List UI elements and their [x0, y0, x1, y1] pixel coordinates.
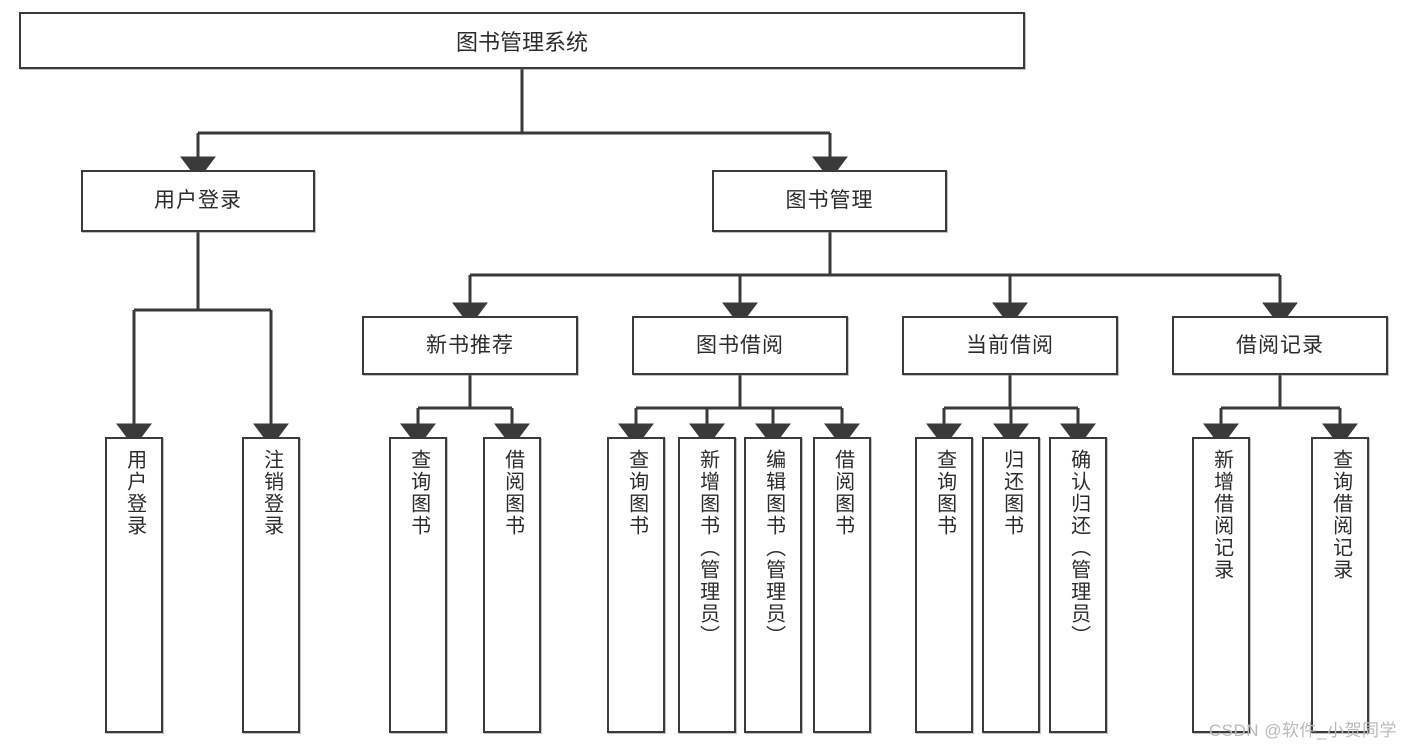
- node-label: 新增借阅记录: [1210, 449, 1233, 581]
- node-label: 编辑图书（管理员）: [762, 449, 785, 647]
- node-label: 借阅图书: [501, 449, 524, 537]
- leaf-recommend-query-book[interactable]: 查询图书: [389, 437, 447, 733]
- node-label: 借阅图书: [831, 449, 854, 537]
- leaf-user-login-logout[interactable]: 注销登录: [242, 437, 300, 733]
- leaf-borrow-edit-book-admin[interactable]: 编辑图书（管理员）: [744, 437, 802, 733]
- node-label: 注销登录: [260, 449, 283, 537]
- leaf-user-login-login[interactable]: 用户登录: [105, 437, 163, 733]
- node-label: 确认归还（管理员）: [1067, 449, 1090, 647]
- node-label: 查询图书: [933, 449, 956, 537]
- node-label: 图书管理: [785, 189, 874, 213]
- leaf-current-confirm-return-admin[interactable]: 确认归还（管理员）: [1049, 437, 1107, 733]
- node-label: 查询图书: [407, 449, 430, 537]
- node-label: 查询图书: [625, 449, 648, 537]
- leaf-recommend-borrow-book[interactable]: 借阅图书: [483, 437, 541, 733]
- node-borrow-record[interactable]: 借阅记录: [1172, 316, 1388, 375]
- leaf-borrow-borrow-book[interactable]: 借阅图书: [813, 437, 871, 733]
- leaf-record-add-record[interactable]: 新增借阅记录: [1192, 437, 1250, 733]
- leaf-current-query-book[interactable]: 查询图书: [915, 437, 973, 733]
- node-label: 归还图书: [1000, 449, 1023, 537]
- leaf-current-return-book[interactable]: 归还图书: [982, 437, 1040, 733]
- node-user-login[interactable]: 用户登录: [81, 170, 315, 232]
- leaf-borrow-query-book[interactable]: 查询图书: [607, 437, 665, 733]
- node-book-management[interactable]: 图书管理: [712, 170, 947, 232]
- node-label: 用户登录: [154, 189, 242, 213]
- leaf-borrow-add-book-admin[interactable]: 新增图书（管理员）: [678, 437, 736, 733]
- leaf-record-query-record[interactable]: 查询借阅记录: [1311, 437, 1369, 733]
- watermark-text: CSDN @软件_小贺同学: [1208, 721, 1397, 740]
- node-label: 查询借阅记录: [1329, 449, 1352, 581]
- node-label: 当前借阅: [966, 333, 1054, 357]
- node-current-borrow[interactable]: 当前借阅: [902, 316, 1118, 375]
- node-label: 用户登录: [123, 449, 146, 537]
- node-label: 新增图书（管理员）: [696, 449, 719, 647]
- node-new-book-recommend[interactable]: 新书推荐: [362, 316, 578, 375]
- node-label: 新书推荐: [426, 333, 514, 357]
- node-label: 图书借阅: [696, 333, 784, 357]
- node-book-borrow[interactable]: 图书借阅: [632, 316, 848, 375]
- node-root-system[interactable]: 图书管理系统: [19, 12, 1025, 69]
- node-label: 图书管理系统: [455, 29, 588, 55]
- node-label: 借阅记录: [1236, 333, 1324, 357]
